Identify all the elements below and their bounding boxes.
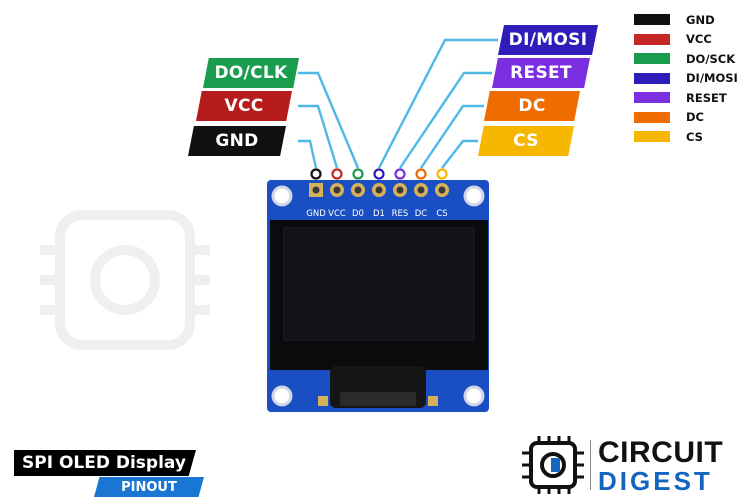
chip-logo-icon: [522, 436, 584, 494]
legend-swatch: [634, 92, 670, 104]
wires: [298, 38, 498, 169]
legend-swatch: [634, 33, 670, 45]
wire-di-mosi: [377, 38, 498, 169]
pin-hole: [333, 186, 341, 194]
wire-gnd: [298, 139, 318, 169]
legend-item-vcc: VCC: [634, 30, 738, 50]
flex-connector-tab: [340, 392, 416, 406]
legend-label: DI/MOSI: [686, 71, 738, 86]
wire-do-clk: [298, 71, 360, 169]
title-main: SPI OLED Display: [14, 450, 196, 476]
brand-name-circuit: CIRCUIT: [598, 436, 724, 469]
legend-swatch: [634, 14, 670, 26]
pin-label-res: RES: [392, 209, 409, 219]
brand-name-digest: DIGEST: [598, 466, 713, 496]
label-right-di-mosi: DI/MOSI: [498, 25, 598, 55]
legend-swatch: [634, 131, 670, 143]
mount-hole-tl: [271, 185, 293, 207]
label-left-do-clk: DO/CLK: [203, 58, 299, 88]
legend-label: RESET: [686, 90, 727, 105]
color-legend: GND VCC DO/SCK DI/MOSI RESET DC CS: [634, 10, 738, 147]
wire-dc: [420, 104, 484, 169]
mount-hole-br: [463, 385, 485, 407]
legend-item-di-mosi: DI/MOSI: [634, 69, 738, 89]
solder-pad-left: [318, 396, 328, 406]
pin-hole: [396, 186, 404, 194]
pin-hole: [375, 186, 383, 194]
wire-cs: [441, 139, 478, 169]
legend-item-do-sck: DO/SCK: [634, 49, 738, 69]
label-right-reset: RESET: [492, 58, 590, 88]
label-right-cs: CS: [478, 126, 574, 156]
pin-hole: [417, 186, 425, 194]
pin-color-markers: [310, 168, 448, 180]
pin-label-d1: D1: [373, 209, 385, 219]
pin-hole: [354, 186, 362, 194]
screen-active-area: [283, 227, 475, 341]
legend-label: VCC: [686, 32, 712, 47]
legend-label: DO/SCK: [686, 51, 736, 66]
pin-marker-vcc: [331, 168, 343, 180]
pin-marker-cs: [436, 168, 448, 180]
legend-item-dc: DC: [634, 108, 738, 128]
pin-hole: [312, 186, 320, 194]
pin-marker-d1: [373, 168, 385, 180]
title-block: SPI OLED Display PINOUT: [14, 450, 204, 497]
pin-marker-res: [394, 168, 406, 180]
pin-marker-gnd: [310, 168, 322, 180]
legend-item-reset: RESET: [634, 88, 738, 108]
wire-vcc: [298, 104, 339, 169]
pin-label-cs: CS: [436, 209, 447, 219]
label-right-dc: DC: [484, 91, 580, 121]
oled-module: [267, 180, 489, 412]
pin-label-d0: D0: [352, 209, 364, 219]
legend-swatch: [634, 53, 670, 65]
pin-label-vcc: VCC: [328, 209, 346, 219]
label-left-gnd: GND: [188, 126, 286, 156]
pin-marker-d0: [352, 168, 364, 180]
brand-divider: [590, 440, 591, 490]
legend-label: DC: [686, 110, 704, 125]
mount-hole-tr: [463, 185, 485, 207]
title-sub: PINOUT: [94, 477, 204, 497]
legend-label: CS: [686, 129, 703, 144]
label-left-vcc: VCC: [196, 91, 292, 121]
legend-label: GND: [686, 12, 715, 27]
watermark: [40, 210, 210, 350]
legend-swatch: [634, 111, 670, 123]
legend-item-cs: CS: [634, 127, 738, 147]
pin-label-dc: DC: [415, 209, 428, 219]
pin-label-gnd: GND: [306, 209, 326, 219]
pin-hole: [438, 186, 446, 194]
wire-reset: [399, 71, 492, 169]
legend-swatch: [634, 72, 670, 84]
solder-pad-right: [428, 396, 438, 406]
legend-item-gnd: GND: [634, 10, 738, 30]
mount-hole-bl: [271, 385, 293, 407]
pin-marker-dc: [415, 168, 427, 180]
